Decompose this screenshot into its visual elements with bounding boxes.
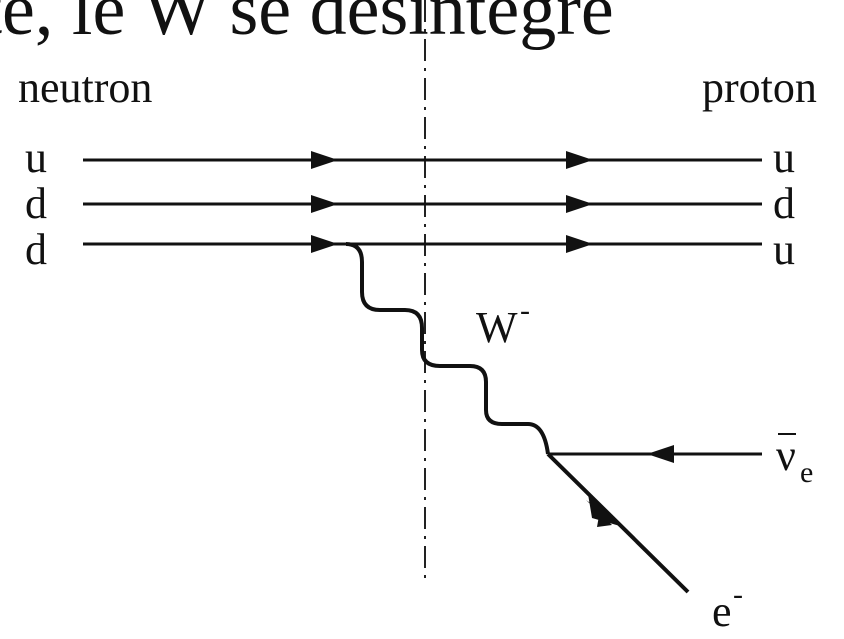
right-quark-1: u [773, 133, 795, 182]
neutron-label: neutron [18, 63, 152, 112]
antineutrino-label: ν [776, 431, 796, 480]
w-boson-label: W [476, 303, 518, 352]
arrow-u3-right [566, 235, 593, 253]
arrow-d-left [311, 195, 338, 213]
proton-label: proton [702, 63, 817, 112]
w-boson-charge: - [520, 294, 530, 327]
electron-line [546, 452, 690, 594]
antineutrino-subscript: e [800, 456, 813, 489]
arrow-d3-left [311, 235, 338, 253]
arrow-d-right [566, 195, 593, 213]
top-caption: courte, le W se désintègre [0, 0, 614, 51]
arrow-u-right [566, 151, 593, 169]
electron-arrowhead [588, 494, 620, 526]
left-quark-2: d [25, 179, 47, 228]
left-quark-3: d [25, 225, 47, 274]
w-boson-line [345, 242, 550, 455]
arrow-u-left [311, 151, 338, 169]
antineutrino-arrow [647, 445, 674, 463]
left-quark-1: u [25, 133, 47, 182]
electron-charge: - [733, 578, 743, 611]
right-quark-3: u [773, 225, 795, 274]
right-quark-2: d [773, 179, 795, 228]
electron-label: e [712, 587, 732, 634]
